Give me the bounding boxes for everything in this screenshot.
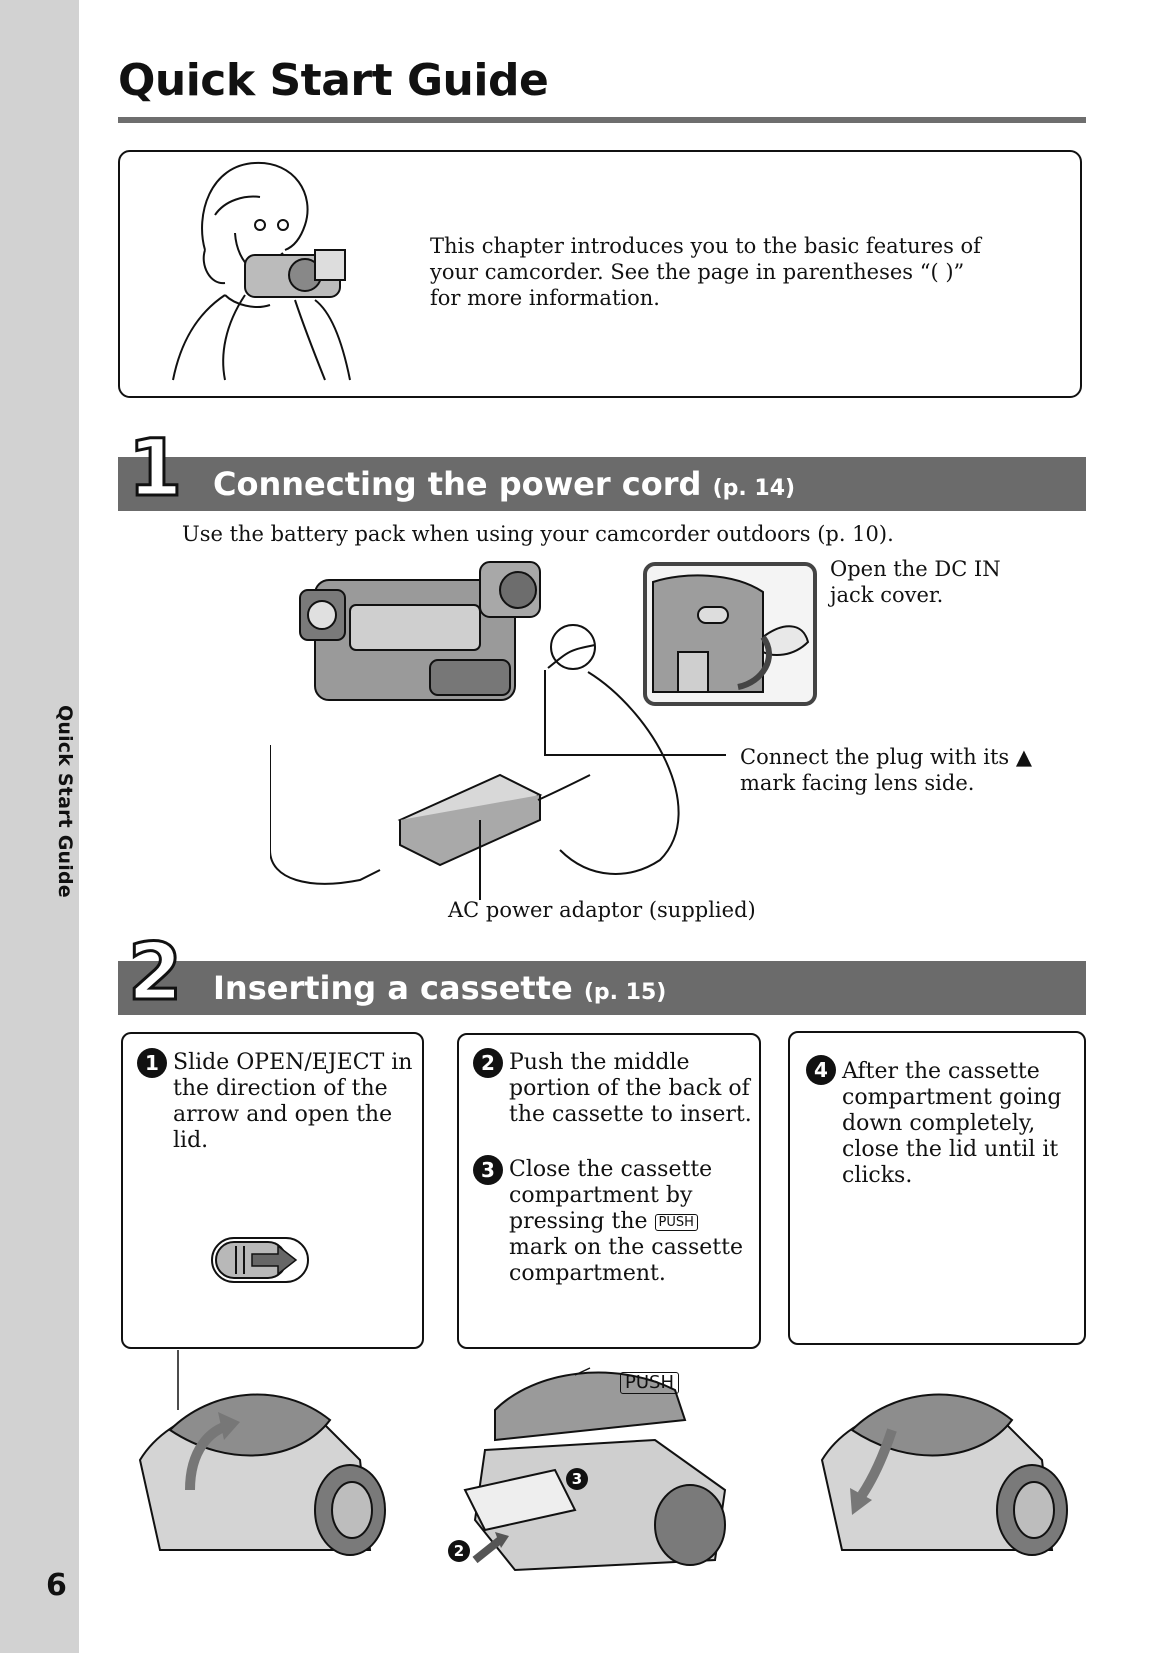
step-2-3-box [457,1033,761,1349]
page-number: 6 [46,1568,67,1603]
open-eject-switch-icon [211,1237,309,1283]
page-title: Quick Start Guide [118,55,549,106]
step-3-text-b: mark on the cassette compartment. [509,1235,743,1286]
push-label-tag: PUSH [620,1371,679,1394]
section-1-page-ref: (p. 14) [712,476,796,501]
camcorder-power-illustration [270,561,726,900]
section-1-header [118,457,1086,511]
step-2-number: 2 [473,1048,503,1078]
push-mark-tag: PUSH [654,1213,698,1231]
step-3-text-a: Close the cassette compartment by pressi… [509,1157,713,1234]
section-2-title-text: Inserting a cassette [213,969,573,1007]
camcorder-close-lid-illustration [820,1393,1068,1556]
section-1-title: Connecting the power cord (p. 14) [213,457,795,516]
marker-2: 2 [448,1540,470,1562]
battery-note: Use the battery pack when using your cam… [182,522,894,546]
side-tab [0,0,79,1653]
step-3-number: 3 [473,1155,503,1185]
callout-plug-mark: Connect the plug with its ▲ mark facing … [740,745,1033,795]
step-1-text: Slide OPEN/EJECT in the direction of the… [173,1050,413,1153]
cassette-insert-illustration [463,1367,727,1572]
marker-3: 3 [566,1468,588,1490]
step-3-text: Close the cassette compartment by pressi… [509,1157,754,1287]
section-1-number: 1 [126,424,183,514]
section-2-header [118,961,1086,1015]
section-2-page-ref: (p. 15) [583,980,667,1005]
callout-dc-in-jack: Open the DC IN jack cover. [830,557,1001,607]
woman-with-camcorder-illustration [172,161,351,381]
step-4-box [788,1031,1086,1345]
step-1-box [121,1032,424,1349]
push-label: PUSH [620,1368,679,1394]
intro-box [118,150,1082,398]
section-2-title: Inserting a cassette (p. 15) [213,961,666,1020]
camcorder-open-lid-illustration [138,1350,386,1556]
section-1-title-text: Connecting the power cord [213,465,702,503]
step-2-text: Push the middle portion of the back of t… [509,1050,752,1127]
intro-text: This chapter introduces you to the basic… [430,234,981,310]
title-rule [118,117,1086,123]
callout-ac-adaptor: AC power adaptor (supplied) [448,898,756,922]
side-tab-label: Quick Start Guide [54,705,76,898]
dc-in-jack-inset-illustration [643,562,817,706]
step-4-number: 4 [806,1055,836,1085]
step-1-number: 1 [137,1048,167,1078]
section-2-number: 2 [126,928,183,1018]
step-4-text: After the cassette compartment going dow… [842,1059,1062,1188]
